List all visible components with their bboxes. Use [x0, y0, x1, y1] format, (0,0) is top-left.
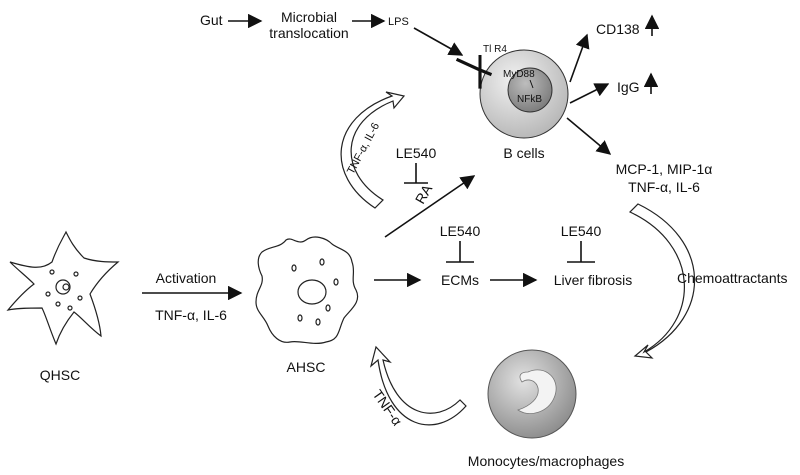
microbial-label: Microbial — [281, 9, 337, 25]
igg-label: IgG — [617, 79, 640, 95]
qhsc-vesicle — [77, 295, 83, 301]
ecms-label: ECMs — [441, 272, 479, 288]
chemoattractants-label: Chemoattractants — [677, 270, 788, 286]
myd88-label: MyD88 — [503, 69, 535, 80]
ahsc-cell-shape — [255, 236, 359, 345]
chemokines-label-2: TNF-α, IL-6 — [628, 179, 700, 195]
qhsc-vesicle — [67, 305, 73, 311]
feedback-curved-arrow — [340, 91, 406, 209]
qhsc-cell-shape — [6, 230, 120, 346]
activation-cytokines-label: TNF-α, IL-6 — [155, 307, 227, 323]
nfkb-label: NFkB — [517, 94, 542, 105]
qhsc-nucleolus — [62, 283, 70, 291]
ahsc-vesicle — [333, 278, 339, 286]
qhsc-nucleus — [55, 279, 71, 295]
le540-ra-label: LE540 — [396, 145, 437, 161]
ahsc-vesicle — [297, 314, 303, 322]
b-cell-nucleus — [507, 67, 553, 113]
qhsc-vesicle — [45, 291, 51, 297]
b-cells-label: B cells — [503, 145, 544, 161]
chemoattractant-curved-arrow — [628, 203, 696, 359]
gut-label: Gut — [200, 12, 223, 28]
translocation-label: translocation — [269, 25, 348, 41]
bcell-to-cd138-arrow — [569, 33, 590, 83]
lps-to-receptor-arrow — [413, 27, 464, 56]
ahsc-vesicle — [319, 258, 325, 266]
qhsc-label: QHSC — [40, 367, 80, 383]
le540-fibrosis-label: LE540 — [561, 223, 602, 239]
lps-label: LPS — [388, 16, 409, 28]
monocyte-nucleus — [517, 369, 557, 414]
ahsc-vesicle — [325, 304, 331, 312]
myd88-nfkb-link — [529, 79, 534, 89]
tlr4-label: Tl R4 — [483, 44, 507, 55]
bcell-to-igg-arrow — [569, 83, 610, 104]
ahsc-to-bcell-ra-arrow — [384, 175, 476, 238]
monocyte-cell — [487, 349, 577, 439]
qhsc-vesicle — [49, 269, 55, 275]
tnf-curved-arrow — [369, 345, 467, 426]
ahsc-label: AHSC — [287, 359, 326, 375]
cd138-label: CD138 — [596, 21, 640, 37]
activation-label: Activation — [156, 270, 217, 286]
ahsc-vesicle — [291, 264, 297, 272]
qhsc-vesicle — [55, 301, 61, 307]
ahsc-nucleus — [297, 279, 327, 305]
monocytes-label: Monocytes/macrophages — [468, 453, 624, 469]
chemokines-label-1: MCP-1, MIP-1α — [616, 161, 713, 177]
bcell-to-chemokines-arrow — [566, 117, 612, 155]
le540-ecm-label: LE540 — [440, 223, 481, 239]
ahsc-vesicle — [315, 318, 321, 326]
qhsc-vesicle — [73, 271, 79, 277]
liver-fibrosis-label: Liver fibrosis — [554, 272, 633, 288]
ra-label: RA — [412, 181, 436, 206]
